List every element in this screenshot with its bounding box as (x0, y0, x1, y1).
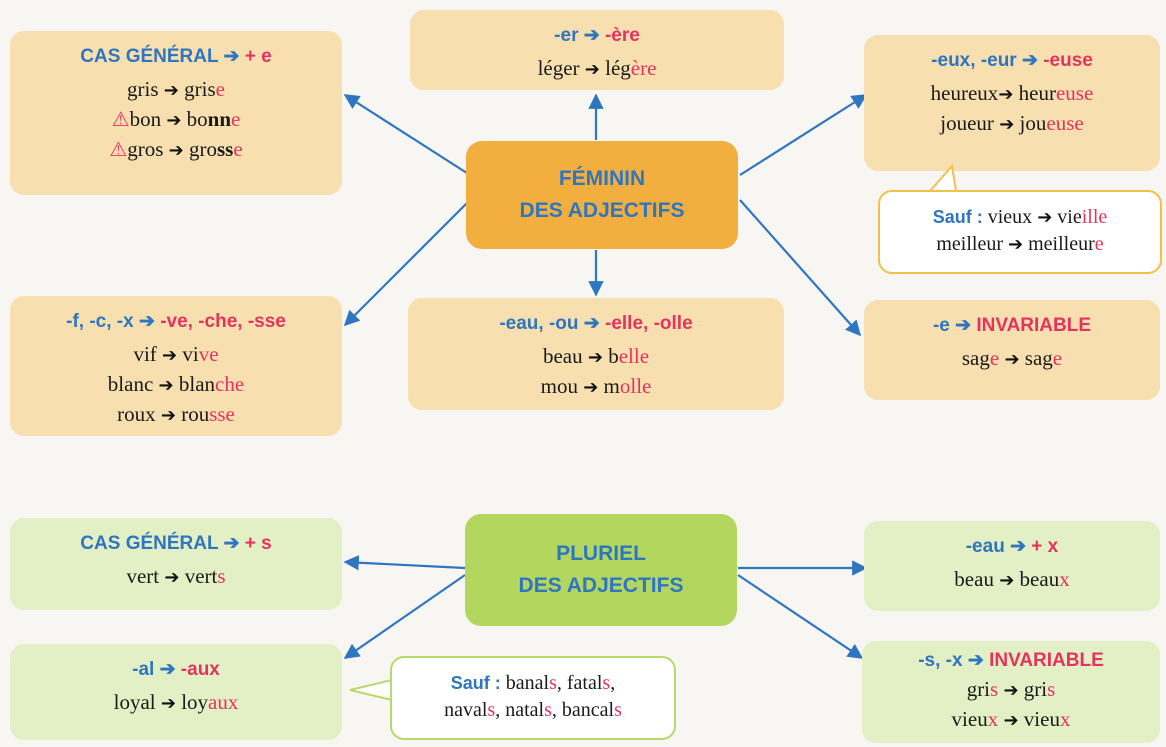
arrow-icon: ➔ (583, 313, 600, 334)
arrow-icon: ➔ (955, 315, 972, 336)
fem-eau-box: -eau, -ou ➔ -elle, -olle beau ➔ belle mo… (408, 298, 784, 410)
arrow-to-e (739, 199, 862, 337)
arrow-icon: ➔ (999, 114, 1015, 135)
example-row: vieux ➔ vieux (951, 707, 1071, 731)
fem-cas-general-box: CAS GÉNÉRAL ➔ + e gris ➔ grise ⚠bon ➔ bo… (10, 31, 342, 195)
plu-cas-general-box: CAS GÉNÉRAL ➔ + s vert ➔ verts (10, 518, 342, 610)
example-row: vif ➔ vive (133, 342, 219, 366)
example-row: ⚠gros ➔ grosse (109, 137, 243, 161)
fem-sauf-bubble: Sauf : vieux ➔ vieille meilleur ➔ meille… (878, 190, 1162, 274)
arrow-icon: ➔ (166, 110, 182, 131)
fem-e-box: -e ➔ INVARIABLE sage ➔ sage (864, 300, 1160, 400)
arrow-icon: ➔ (1003, 680, 1019, 701)
arrow-to-plu-al (343, 574, 466, 659)
plu-sauf-bubble: Sauf : banals, fatals, navals, natals, b… (390, 656, 676, 740)
arrow-icon: ➔ (163, 80, 179, 101)
feminin-center-box: FÉMININ DES ADJECTIFS (466, 141, 738, 249)
arrow-icon: ➔ (999, 570, 1015, 591)
example-row: heureux➔ heureuse (930, 81, 1094, 105)
example-row: joueur ➔ joueuse (940, 111, 1084, 135)
arrow-to-plu-sx (737, 574, 864, 659)
warning-icon: ⚠ (109, 137, 128, 161)
plu-sx-box: -s, -x ➔ INVARIABLE gris ➔ gris vieux ➔ … (862, 641, 1160, 743)
example-row: ⚠bon ➔ bonne (111, 107, 241, 131)
arrow-icon: ➔ (1037, 207, 1053, 228)
arrow-icon: ➔ (1003, 710, 1019, 731)
arrow-icon: ➔ (1004, 349, 1020, 370)
arrow-icon: ➔ (158, 375, 174, 396)
pluriel-center-box: PLURIEL DES ADJECTIFS (465, 514, 737, 626)
arrow-to-plu-cas-general (343, 555, 466, 571)
warning-icon: ⚠ (111, 107, 130, 131)
example-row: sage ➔ sage (961, 346, 1063, 370)
example-row: beau ➔ beaux (954, 567, 1070, 591)
example-row: gris ➔ grise (127, 77, 225, 101)
example-row: vert ➔ verts (126, 564, 226, 588)
fem-cas-general-header: CAS GÉNÉRAL ➔ + e (80, 46, 272, 67)
arrow-icon: ➔ (1008, 234, 1024, 255)
example-row: loyal ➔ loyaux (113, 690, 239, 714)
arrow-icon: ➔ (159, 659, 176, 680)
example-row: roux ➔ rousse (117, 402, 235, 426)
arrow-icon: ➔ (583, 377, 599, 398)
arrow-icon: ➔ (168, 140, 184, 161)
arrow-icon: ➔ (583, 25, 600, 46)
arrow-icon: ➔ (160, 405, 176, 426)
arrow-icon: ➔ (587, 347, 603, 368)
arrow-to-fcx (343, 199, 471, 327)
example-row: blanc ➔ blanche (107, 372, 245, 396)
arrow-icon: ➔ (967, 650, 984, 671)
example-row: léger ➔ légère (537, 56, 657, 80)
arrow-to-eux (739, 94, 868, 176)
arrow-icon: ➔ (998, 84, 1014, 105)
arrow-icon: ➔ (584, 59, 600, 80)
example-row: beau ➔ belle (542, 344, 650, 368)
fem-er-box: -er ➔ -ère léger ➔ légère (410, 10, 784, 90)
arrow-icon: ➔ (1010, 536, 1027, 557)
plu-al-box: -al ➔ -aux loyal ➔ loyaux (10, 644, 342, 740)
arrow-icon: ➔ (223, 46, 240, 67)
feminin-title-line1: FÉMININ (558, 167, 646, 190)
pluriel-title-line1: PLURIEL (556, 542, 646, 565)
arrow-icon: ➔ (138, 311, 155, 332)
feminin-title-line2: DES ADJECTIFS (519, 199, 685, 222)
fem-fcx-box: -f, -c, -x ➔ -ve, -che, -sse vif ➔ vive … (10, 296, 342, 436)
example-row: mou ➔ molle (540, 374, 652, 398)
arrow-to-cas-general (343, 94, 471, 176)
fem-eux-box: -eux, -eur ➔ -euse heureux➔ heureuse jou… (864, 35, 1160, 171)
arrow-icon: ➔ (1021, 50, 1038, 71)
arrow-icon: ➔ (164, 567, 180, 588)
arrow-icon: ➔ (162, 345, 178, 366)
pluriel-title-line2: DES ADJECTIFS (518, 574, 684, 597)
plu-eau-box: -eau ➔ + x beau ➔ beaux (864, 521, 1160, 611)
arrow-icon: ➔ (223, 533, 240, 554)
arrow-icon: ➔ (160, 693, 176, 714)
example-row: gris ➔ gris (966, 677, 1056, 701)
